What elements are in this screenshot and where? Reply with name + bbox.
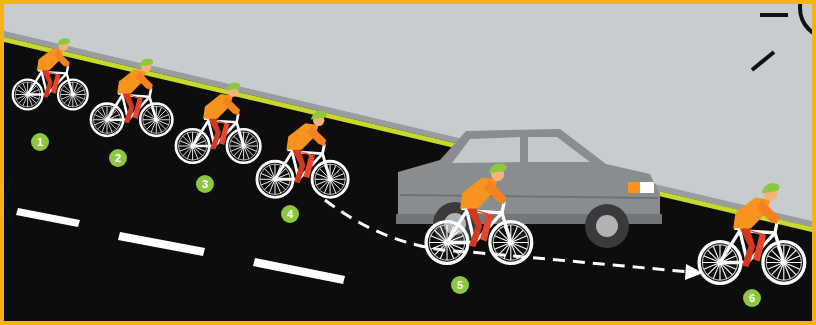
- callout-number: 1: [31, 133, 49, 151]
- callout-number: 2: [109, 149, 127, 167]
- callout-number: 3: [196, 175, 214, 193]
- callout-number: 6: [743, 289, 761, 307]
- callout-number: 5: [451, 276, 469, 294]
- callout-number: 4: [281, 205, 299, 223]
